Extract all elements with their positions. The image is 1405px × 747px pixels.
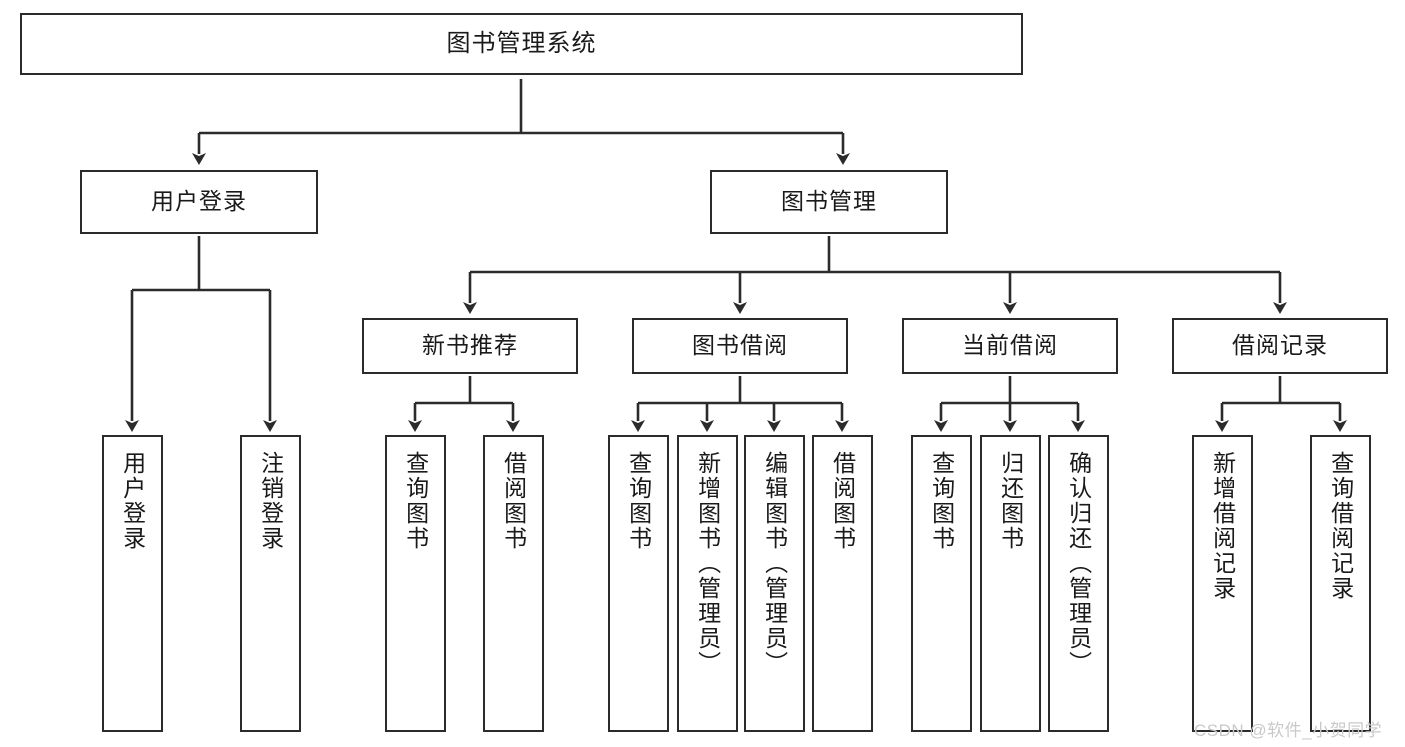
node-label: 确认归还（管理员） [1065, 451, 1092, 676]
leaf-new-book-borrow[interactable]: 借阅图书 [483, 435, 544, 732]
node-label: 图书管理 [781, 188, 877, 215]
node-root-system[interactable]: 图书管理系统 [20, 13, 1023, 75]
leaf-current-query-book[interactable]: 查询图书 [911, 435, 972, 732]
leaf-current-confirm-return-admin[interactable]: 确认归还（管理员） [1048, 435, 1109, 732]
node-borrow-record[interactable]: 借阅记录 [1172, 318, 1388, 374]
node-user-login[interactable]: 用户登录 [80, 170, 318, 234]
node-label: 查询图书 [928, 451, 955, 551]
node-label: 新书推荐 [422, 332, 518, 359]
node-label: 图书管理系统 [446, 29, 597, 57]
node-label: 借阅图书 [829, 451, 856, 551]
leaf-borrow-edit-book-admin[interactable]: 编辑图书（管理员） [744, 435, 805, 732]
leaf-borrow-query-book[interactable]: 查询图书 [608, 435, 669, 732]
node-label: 用户登录 [119, 451, 146, 551]
node-label: 当前借阅 [962, 332, 1058, 359]
node-book-borrow[interactable]: 图书借阅 [632, 318, 848, 374]
leaf-user-login-signin[interactable]: 用户登录 [102, 435, 163, 732]
leaf-user-login-signout[interactable]: 注销登录 [240, 435, 301, 732]
watermark: CSDN @软件_小贺同学 [1194, 721, 1383, 740]
node-label: 注销登录 [257, 451, 284, 551]
leaf-new-book-query[interactable]: 查询图书 [385, 435, 446, 732]
node-label: 查询借阅记录 [1327, 451, 1354, 601]
leaf-record-add-record[interactable]: 新增借阅记录 [1192, 435, 1253, 732]
node-label: 新增图书（管理员） [694, 451, 721, 676]
leaf-current-return-book[interactable]: 归还图书 [980, 435, 1041, 732]
node-label: 归还图书 [997, 451, 1024, 551]
node-label: 借阅图书 [500, 451, 527, 551]
node-current-borrow[interactable]: 当前借阅 [902, 318, 1118, 374]
node-label: 编辑图书（管理员） [761, 451, 788, 676]
leaf-record-query-record[interactable]: 查询借阅记录 [1310, 435, 1371, 732]
node-new-book-recommend[interactable]: 新书推荐 [362, 318, 578, 374]
node-label: 查询图书 [625, 451, 652, 551]
node-label: 图书借阅 [692, 332, 788, 359]
leaf-borrow-add-book-admin[interactable]: 新增图书（管理员） [677, 435, 738, 732]
node-label: 查询图书 [402, 451, 429, 551]
node-label: 借阅记录 [1232, 332, 1328, 359]
leaf-borrow-borrow-book[interactable]: 借阅图书 [812, 435, 873, 732]
node-label: 用户登录 [151, 188, 247, 215]
node-book-management[interactable]: 图书管理 [710, 170, 948, 234]
node-label: 新增借阅记录 [1209, 451, 1236, 601]
